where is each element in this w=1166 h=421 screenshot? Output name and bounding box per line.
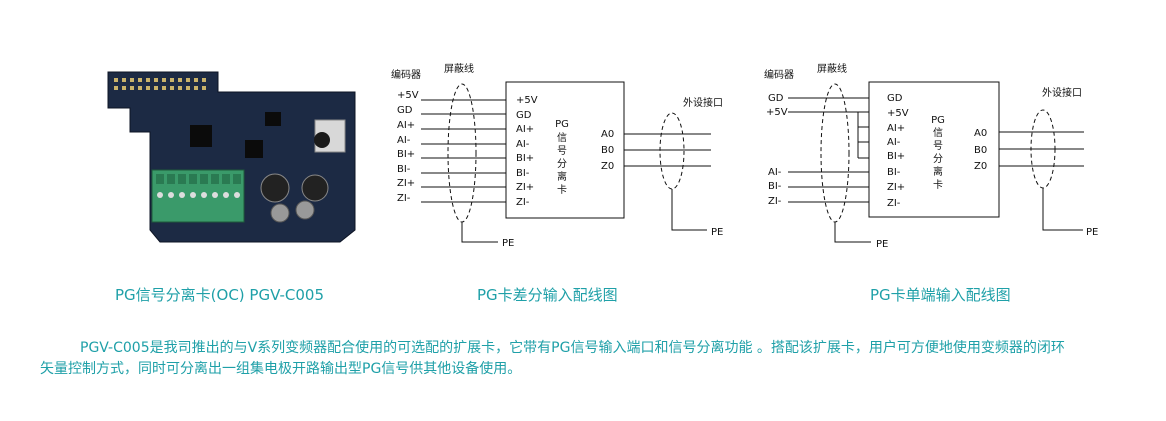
card-pin-label: ZI+: [887, 182, 905, 193]
output-label: B0: [601, 145, 614, 156]
card-pin-label: ZI-: [887, 198, 901, 209]
enc-pin-label: +5V: [397, 90, 419, 101]
card-title: 分: [557, 158, 567, 170]
output-label: B0: [974, 145, 987, 156]
enc-pin-label: AI+: [397, 120, 415, 131]
enc-pin-label: GD: [768, 93, 784, 104]
card-pin-label: AI+: [887, 123, 905, 134]
output-label: Z0: [601, 161, 614, 172]
enc-pin-label: AI-: [768, 167, 782, 178]
differential-wiring-diagram: 编码器 屏蔽线 外设接口 PE +5V GD AI+ AI- BI+ BI- Z…: [391, 62, 723, 249]
card-pin-label: GD: [887, 93, 903, 104]
product-description: PGV-C005是我司推出的与V系列变频器配合使用的可选配的扩展卡，它带有PG信…: [40, 338, 1160, 380]
shield-ellipse: [820, 83, 850, 223]
card-title: PG: [555, 119, 569, 130]
product-photo: [107, 71, 356, 243]
pe-label: PE: [502, 238, 514, 249]
output-label: A0: [974, 128, 987, 139]
shield-ellipse: [447, 83, 477, 223]
external-interface-label: 外设接口: [1042, 86, 1082, 99]
enc-pin-label: ZI-: [768, 196, 782, 207]
shield-label: 屏蔽线: [444, 62, 474, 75]
card-pin-label: BI-: [516, 168, 530, 179]
encoder-label: 编码器: [391, 68, 421, 81]
output-label: Z0: [974, 161, 987, 172]
card-title: 号: [557, 145, 567, 157]
card-pin-label: AI+: [516, 124, 534, 135]
output-label: A0: [601, 129, 614, 140]
card-title: 信: [933, 127, 943, 139]
enc-pin-label: BI-: [768, 181, 782, 192]
card-pin-label: AI-: [516, 139, 530, 150]
card-title: 离: [557, 170, 567, 183]
card-pin-label: ZI-: [516, 197, 530, 208]
enc-pin-label: +5V: [766, 107, 788, 118]
differential-caption: PG卡差分输入配线图: [477, 286, 618, 304]
card-title: PG: [931, 115, 945, 126]
enc-pin-label: GD: [397, 105, 413, 116]
card-title: 信: [557, 132, 567, 144]
card-pin-label: +5V: [516, 95, 538, 106]
description-line-2: 矢量控制方式，同时可分离出一组集电极开路输出型PG信号供其他设备使用。: [40, 361, 522, 377]
product-caption: PG信号分离卡(OC) PGV-C005: [115, 286, 324, 304]
card-pin-label: AI-: [887, 137, 901, 148]
shield-label: 屏蔽线: [817, 62, 847, 75]
card-pin-label: +5V: [887, 108, 909, 119]
enc-pin-label: ZI+: [397, 178, 415, 189]
encoder-label: 编码器: [764, 68, 794, 81]
enc-pin-label: ZI-: [397, 193, 411, 204]
pe-label: PE: [876, 239, 888, 250]
enc-pin-label: BI+: [397, 149, 415, 160]
card-title: 卡: [933, 178, 943, 191]
card-title: 分: [933, 153, 943, 165]
card-pin-label: ZI+: [516, 182, 534, 193]
card-pin-label: BI+: [516, 153, 534, 164]
enc-pin-label: BI-: [397, 164, 411, 175]
enc-pin-label: AI-: [397, 135, 411, 146]
card-title: 卡: [557, 183, 567, 196]
card-title: 离: [933, 165, 943, 178]
card-pin-label: GD: [516, 110, 532, 121]
external-interface-label: 外设接口: [683, 96, 723, 109]
single-ended-wiring-diagram: 编码器 屏蔽线 外设接口 PE GD +5V AI- BI- ZI- GD +5…: [764, 62, 1098, 250]
output-pe-label: PE: [1086, 227, 1098, 238]
single-ended-caption: PG卡单端输入配线图: [870, 286, 1011, 304]
description-line-1: PGV-C005是我司推出的与V系列变频器配合使用的可选配的扩展卡，它带有PG信…: [80, 340, 1065, 356]
card-pin-label: BI+: [887, 151, 905, 162]
output-shield-ellipse: [659, 112, 685, 190]
output-pe-label: PE: [711, 227, 723, 238]
card-title: 号: [933, 140, 943, 152]
card-pin-label: BI-: [887, 167, 901, 178]
